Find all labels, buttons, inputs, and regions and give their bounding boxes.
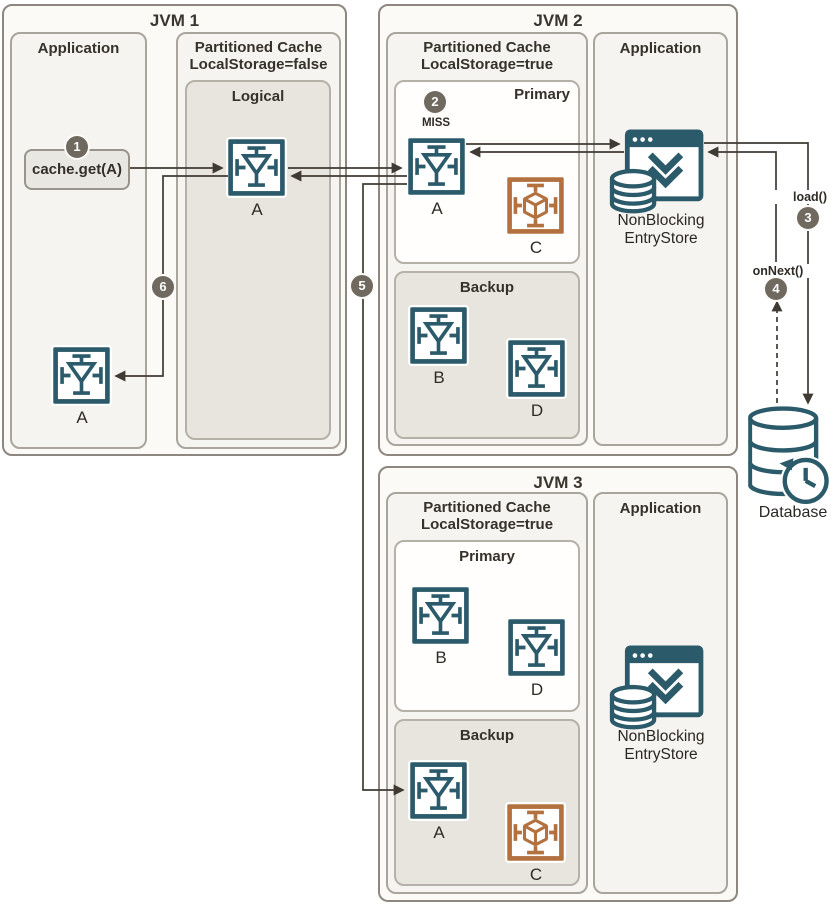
jvm1-application-title: Application xyxy=(37,40,120,57)
jvm1-logical-cache-node-icon xyxy=(226,137,287,198)
jvm3-entrystore-label-line2: EntryStore xyxy=(624,746,698,763)
jvm3-primary-node-b-label: B xyxy=(435,648,447,667)
step-badge-1: 1 xyxy=(66,136,88,158)
jvm2-backup-cache-node-b-icon xyxy=(408,305,469,366)
jvm3-backup-node-c-label: C xyxy=(529,865,543,884)
jvm1-pc-title-line2: LocalStorage=false xyxy=(189,56,328,73)
jvm3-entrystore-label-line1: NonBlocking xyxy=(617,728,705,745)
step-badge-4: 4 xyxy=(765,278,787,300)
step-badge-5: 5 xyxy=(351,275,373,297)
jvm2-application-title: Application xyxy=(619,40,702,57)
jvm3-title: JVM 3 xyxy=(533,473,583,492)
jvm2-primary-node-a-label: A xyxy=(431,199,443,218)
jvm3-entrystore-label: NonBlocking EntryStore xyxy=(596,728,726,764)
jvm3-primary-cache-node-d-icon xyxy=(506,617,567,678)
jvm3-backup-title: Backup xyxy=(459,727,515,744)
jvm3-pc-title-line2: LocalStorage=true xyxy=(420,516,554,533)
jvm2-primary-node-c-label: C xyxy=(529,238,543,257)
jvm3-pc-title-line1: Partitioned Cache xyxy=(423,499,551,516)
jvm1-client-cache-node-icon xyxy=(51,345,112,406)
jvm2-primary-cache-node-a-icon xyxy=(406,136,467,197)
jvm2-backup-node-d-label: D xyxy=(530,401,544,420)
database-icon xyxy=(748,406,832,507)
jvm2-backup-cache-node-d-icon xyxy=(506,338,567,399)
onnext-call-label: onNext() xyxy=(740,264,816,278)
jvm1-logical-title: Logical xyxy=(231,88,285,105)
jvm2-backup-title: Backup xyxy=(459,279,515,296)
jvm2-primary-cube-node-c-icon xyxy=(505,175,566,236)
jvm3-application-title: Application xyxy=(619,500,702,517)
step-badge-2: 2 xyxy=(424,91,446,113)
jvm3-backup-node-a-label: A xyxy=(433,823,445,842)
jvm2-miss-label: MISS xyxy=(421,117,451,129)
jvm2-pc-title-line1: Partitioned Cache xyxy=(423,39,551,56)
jvm2-nonblocking-entrystore-icon xyxy=(608,129,704,217)
jvm2-entrystore-label: NonBlocking EntryStore xyxy=(596,212,726,248)
jvm2-title: JVM 2 xyxy=(533,11,583,30)
jvm1-client-node-label: A xyxy=(76,408,88,427)
jvm3-primary-title: Primary xyxy=(459,548,515,565)
jvm1-title: JVM 1 xyxy=(149,11,200,30)
jvm3-primary-cache-node-b-icon xyxy=(410,585,471,646)
jvm3-primary-node-d-label: D xyxy=(530,680,544,699)
load-call-label: load() xyxy=(772,190,834,204)
jvm3-backup-cube-node-c-icon xyxy=(505,802,566,863)
jvm3-backup-cache-node-a-icon xyxy=(408,760,469,821)
step-badge-6: 6 xyxy=(152,276,174,298)
jvm1-logical-box: Logical xyxy=(185,80,331,440)
database-label: Database xyxy=(758,504,828,521)
jvm2-primary-title: Primary xyxy=(514,86,570,103)
jvm1-pc-title-line1: Partitioned Cache xyxy=(194,39,323,56)
jvm3-nonblocking-entrystore-icon xyxy=(608,645,704,733)
jvm1-logical-node-label: A xyxy=(251,200,263,219)
jvm2-pc-title-line2: LocalStorage=true xyxy=(420,56,554,73)
jvm2-entrystore-label-line2: EntryStore xyxy=(624,230,698,247)
step-badge-3: 3 xyxy=(797,207,819,229)
jvm2-backup-node-b-label: B xyxy=(433,368,445,387)
jvm2-entrystore-label-line1: NonBlocking xyxy=(617,212,705,229)
